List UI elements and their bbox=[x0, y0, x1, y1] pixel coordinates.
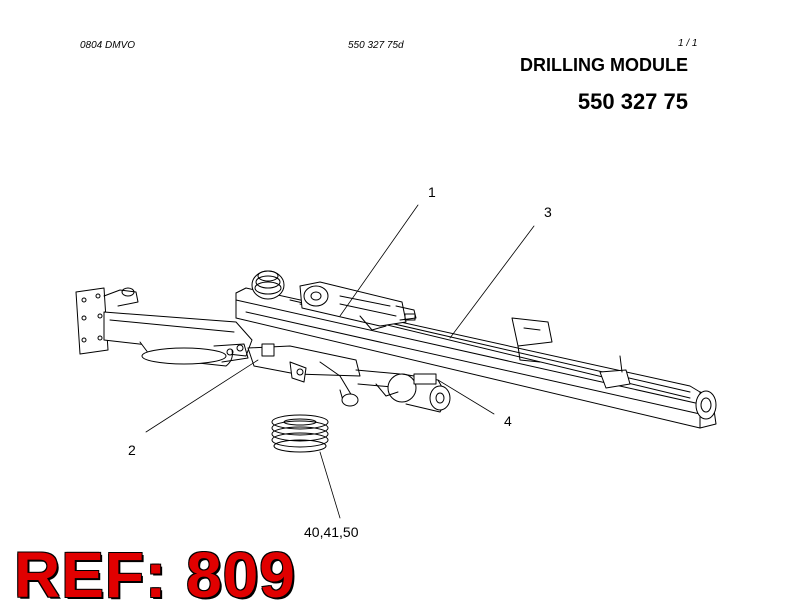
leader-line-2 bbox=[145, 359, 259, 433]
drifter-assembly bbox=[251, 270, 417, 331]
callout-3: 3 bbox=[544, 204, 552, 220]
callout-40-41-50: 40,41,50 bbox=[304, 524, 359, 540]
leader-line-4 bbox=[437, 379, 495, 415]
part-number: 550 327 75 bbox=[577, 89, 688, 114]
leader-line-3 bbox=[449, 225, 535, 339]
spring-part bbox=[271, 414, 329, 453]
ref-label: REF: 809 bbox=[14, 539, 296, 611]
boom-assembly bbox=[75, 287, 451, 413]
callout-1: 1 bbox=[428, 184, 436, 200]
document-code: 0804 DMVO bbox=[80, 40, 136, 51]
leader-line-1 bbox=[339, 204, 419, 317]
callout-2: 2 bbox=[128, 442, 136, 458]
page-title: DRILLING MODULE bbox=[520, 55, 688, 75]
leader-line-40 bbox=[319, 451, 341, 519]
sheet-code: 550 327 75d bbox=[348, 40, 404, 51]
callout-4: 4 bbox=[504, 413, 512, 429]
page-number: 1 / 1 bbox=[678, 38, 698, 49]
rail-assembly bbox=[235, 287, 717, 429]
